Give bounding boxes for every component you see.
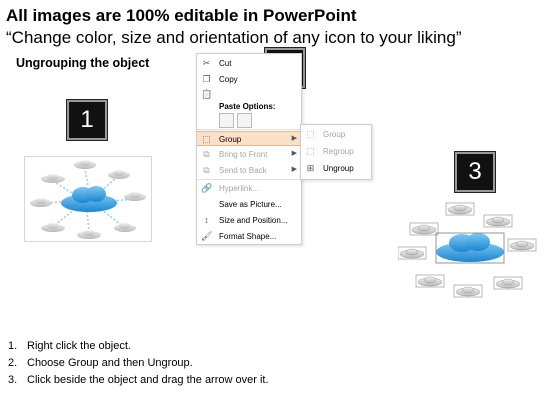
chevron-right-icon: ▶: [291, 166, 297, 173]
menu-item-send-to-back[interactable]: ⧉ Send to Back ▶: [197, 163, 301, 178]
ungrouped-cloud-objects[interactable]: [397, 202, 542, 302]
paste-option-picture-button[interactable]: [237, 113, 252, 128]
group-icon: ⬚: [306, 129, 315, 139]
instruction-item: 1.Right click the object.: [8, 340, 131, 352]
menu-item-bring-to-front[interactable]: ⧉ Bring to Front ▶: [197, 147, 301, 162]
ungroup-icon: ⊞: [306, 163, 315, 173]
hyperlink-icon: 🔗: [201, 183, 213, 193]
page-subtitle: “Change color, size and orientation of a…: [6, 28, 462, 47]
step-badge-1: 1: [67, 100, 107, 140]
context-menu: ✂ Cut ❐ Copy 📋 Paste Options: ⬚ Group ▶ …: [196, 53, 302, 245]
menu-item-paste-options: 📋: [197, 87, 301, 100]
menu-item-format-shape[interactable]: 🖌 Format Shape...: [201, 231, 277, 241]
paste-option-keep-formatting-button[interactable]: [219, 113, 234, 128]
menu-item-size-and-position[interactable]: ↕ Size and Position...: [197, 213, 301, 228]
section-title: Ungrouping the object: [16, 56, 150, 70]
instruction-list: 1.Right click the object. 2.Choose Group…: [8, 338, 269, 389]
cloud-diagram-grouped: [30, 160, 146, 239]
chevron-right-icon: ▶: [291, 135, 297, 142]
cloud-diagram-ungrouped: [397, 202, 537, 298]
scissors-icon: ✂: [202, 58, 211, 68]
regroup-icon: ⬚: [306, 146, 315, 156]
instruction-item: 3.Click beside the object and drag the a…: [8, 374, 269, 386]
page-title: All images are 100% editable in PowerPoi…: [6, 6, 357, 25]
menu-item-group[interactable]: ⬚ Group ▶: [197, 131, 301, 146]
menu-item-hyperlink[interactable]: 🔗 Hyperlink...: [201, 183, 260, 193]
paste-icon: 📋: [201, 89, 213, 99]
blue-cloud-icon: [435, 232, 505, 264]
size-position-icon: ↕: [204, 215, 209, 225]
blue-cloud-icon: [61, 186, 117, 212]
menu-item-save-as-picture[interactable]: Save as Picture...: [219, 200, 282, 209]
submenu-item-regroup[interactable]: ⬚ Regroup: [306, 146, 354, 156]
group-submenu: ⬚ Group ⬚ Regroup ⊞ Ungroup: [300, 124, 372, 180]
instruction-item: 2.Choose Group and then Ungroup.: [8, 357, 193, 369]
menu-item-cut[interactable]: ✂ Cut: [202, 58, 232, 68]
chevron-right-icon: ▶: [291, 150, 297, 157]
menu-item-copy[interactable]: ❐ Copy: [202, 74, 238, 84]
group-icon: ⬚: [202, 134, 211, 144]
grouped-cloud-object[interactable]: [24, 156, 152, 242]
send-to-back-icon: ⧉: [203, 165, 210, 175]
format-shape-icon: 🖌: [201, 231, 213, 241]
submenu-item-group[interactable]: ⬚ Group: [306, 129, 346, 139]
copy-icon: ❐: [202, 74, 211, 84]
submenu-item-ungroup[interactable]: ⊞ Ungroup: [306, 163, 354, 173]
paste-options-label: Paste Options:: [219, 102, 276, 111]
bring-to-front-icon: ⧉: [203, 149, 210, 159]
step-badge-3: 3: [455, 152, 495, 192]
